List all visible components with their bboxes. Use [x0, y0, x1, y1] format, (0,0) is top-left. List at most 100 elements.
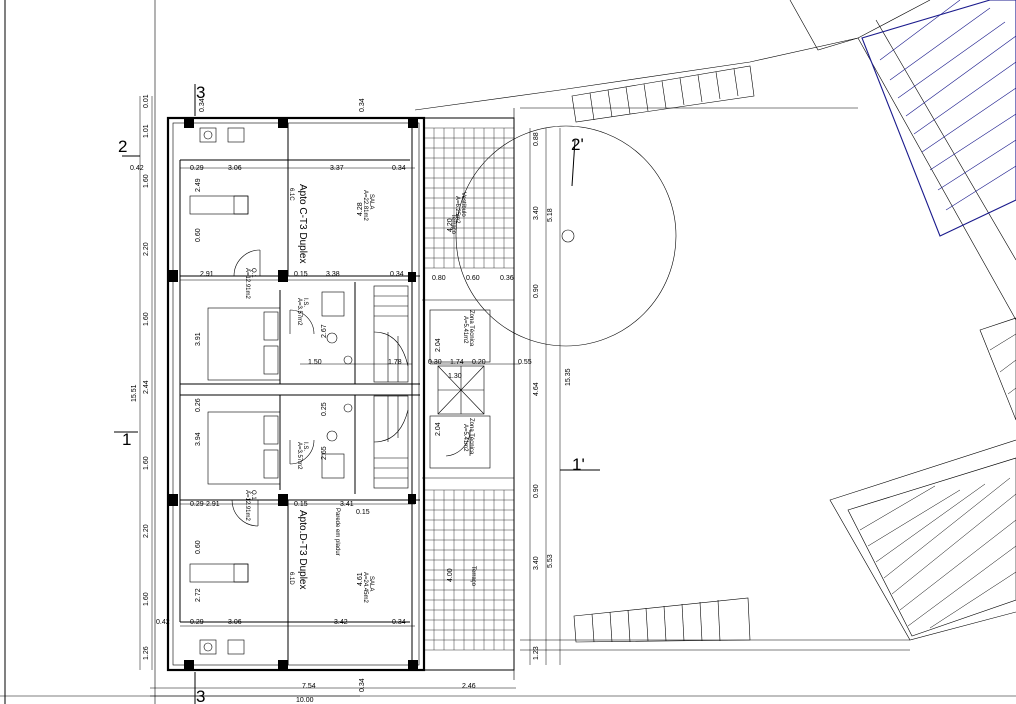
door-swings	[231, 249, 471, 527]
dim-left: 0.01	[143, 94, 150, 108]
section-marker-2-left: 2	[118, 137, 127, 156]
wall-note: Parede em pladur	[334, 508, 340, 556]
dimension-label: 0.15	[356, 509, 370, 516]
dimension-label: 0.34	[392, 165, 406, 172]
dim-left: 1.60	[143, 174, 150, 188]
dim-bottom-edge: 0.34	[359, 678, 366, 692]
dimension-label: 1.78	[388, 359, 402, 366]
dimension-label: 4.20	[447, 218, 454, 232]
dimension-label: 4.00	[447, 568, 454, 582]
room-area-quarto-d: A=12.91m2	[244, 490, 250, 522]
room-area-wc-d: A=3.57m2	[296, 442, 302, 470]
dimension-label: 4.28	[357, 202, 364, 216]
dimension-label: 3.06	[228, 165, 242, 172]
beds	[207, 307, 281, 485]
dim-left: 2.20	[143, 524, 150, 538]
dimension-label: 1.74	[450, 359, 464, 366]
dim-top-edge: 0.34	[199, 98, 206, 112]
room-label-wc-c: I.S.	[302, 298, 308, 307]
dimension-label: 0.25	[321, 402, 328, 416]
room-label-sala-d: SALA	[368, 576, 374, 591]
dimension-label: 2.04	[435, 338, 442, 352]
apartment-c-code: 6.1C	[288, 188, 294, 201]
dimension-label: 0.34	[392, 619, 406, 626]
spiral-stair-lower	[373, 395, 409, 489]
dim-left: 1.60	[143, 456, 150, 470]
apartment-c-title: Apto C-T3 Duplex	[297, 184, 308, 263]
room-label-quarto-d: Q.1	[250, 490, 256, 500]
section-marker-1-left: 1	[122, 430, 131, 449]
site-outline	[414, 0, 1016, 651]
dimension-label: 0.20	[472, 359, 486, 366]
room-area-wc-c: A=3.57m2	[296, 298, 302, 326]
dimension-label: 0.90	[533, 284, 540, 298]
dimension-label: 1.30	[448, 373, 462, 380]
dimension-label: 2.04	[435, 422, 442, 436]
dimension-label: 2.46	[462, 683, 476, 690]
apartment-d-code: 6.1D	[288, 572, 294, 585]
section-marker-3-bottom: 3	[196, 687, 205, 704]
dimension-label: 3.06	[228, 619, 242, 626]
dimension-label: 2.65	[321, 446, 328, 460]
room-area-quarto-c: A=12.91m2	[244, 268, 250, 300]
dimension-label: 3.91	[195, 332, 202, 346]
dimension-label: 1.50	[308, 359, 322, 366]
dimension-label: 0.55	[518, 359, 532, 366]
columns	[168, 118, 418, 670]
dimension-label: 0.60	[466, 275, 480, 282]
dimension-label: 0.36	[500, 275, 514, 282]
dimension-label: 2.67	[321, 324, 328, 338]
dimension-label: 2.91	[200, 271, 214, 278]
dimension-label: 5.18	[547, 208, 554, 222]
furniture	[189, 127, 353, 655]
dimension-label: 4.64	[533, 382, 540, 396]
dimension-label: 0.26	[195, 398, 202, 412]
room-area-hall: A=6.25m2	[454, 196, 460, 224]
dimension-label: 0.88	[533, 132, 540, 146]
dimension-label: 2.72	[195, 588, 202, 602]
dimension-label: 2.91	[206, 501, 220, 508]
dim-left: 1.01	[143, 124, 150, 138]
room-label-sala-c: SALA	[368, 194, 374, 209]
room-label-zona-c: Zona Técnica	[468, 310, 474, 347]
right-dimension-texts: 0.88 5.18 3.40 0.90 4.64 15.35 0.90 3.40…	[533, 132, 572, 660]
dimension-label: 3.94	[195, 432, 202, 446]
left-dimension-texts: 0.01 1.01 0.42 1.60 2.20 1.60 2.44 15.51…	[130, 94, 170, 660]
horizontal-dimension-texts: 0.29 3.06 3.37 0.34 2.91 3.38 0.34 0.29 …	[190, 165, 532, 704]
spiral-stair-upper	[373, 285, 409, 383]
dimension-lines	[139, 96, 561, 697]
inner-dimension-texts: 2.49 0.60 3.91 0.26 3.94 0.60 2.72 4.28 …	[195, 178, 514, 602]
dimension-label: 1.23	[533, 646, 540, 660]
roof-hatch-bottom	[847, 317, 1016, 637]
room-area-zona-c: A=5.41m2	[462, 316, 468, 344]
dimension-label: 0.60	[195, 540, 202, 554]
dimension-label: 3.40	[533, 206, 540, 220]
roof-hatch-top	[861, 0, 1016, 237]
dimension-label: 3.41	[340, 501, 354, 508]
room-label-wc-d: I.S.	[302, 442, 308, 451]
turning-circle	[455, 125, 677, 347]
room-label-terraco-d: Terraço	[470, 566, 476, 587]
exterior-stair-top	[571, 65, 755, 123]
dim-left: 1.60	[143, 592, 150, 606]
dimension-label: 4.61	[357, 572, 364, 586]
dimension-label: 0.30	[428, 359, 442, 366]
room-label-quarto-c: Q.1	[250, 268, 256, 278]
dimension-label: 0.90	[533, 484, 540, 498]
room-label-hall: Vestíbulo	[460, 192, 466, 217]
dim-left-total: 15.51	[131, 384, 138, 402]
dimension-label: 3.37	[330, 165, 344, 172]
room-area-sala-c: A=22.81m2	[362, 190, 368, 222]
section-marker-3-top: 3	[196, 83, 205, 102]
room-area-sala-d: A=24.45m2	[362, 572, 368, 604]
dimension-label: 3.38	[326, 271, 340, 278]
dim-left: 1.26	[143, 646, 150, 660]
dimension-label: 2.49	[195, 178, 202, 192]
section-marker-1-right: 1'	[572, 455, 585, 474]
dimension-label: 0.34	[390, 271, 404, 278]
dimension-label: 0.29	[190, 501, 204, 508]
section-lines	[114, 84, 600, 704]
section-marker-2-right: 2'	[571, 135, 584, 154]
dimension-label: 0.60	[195, 228, 202, 242]
